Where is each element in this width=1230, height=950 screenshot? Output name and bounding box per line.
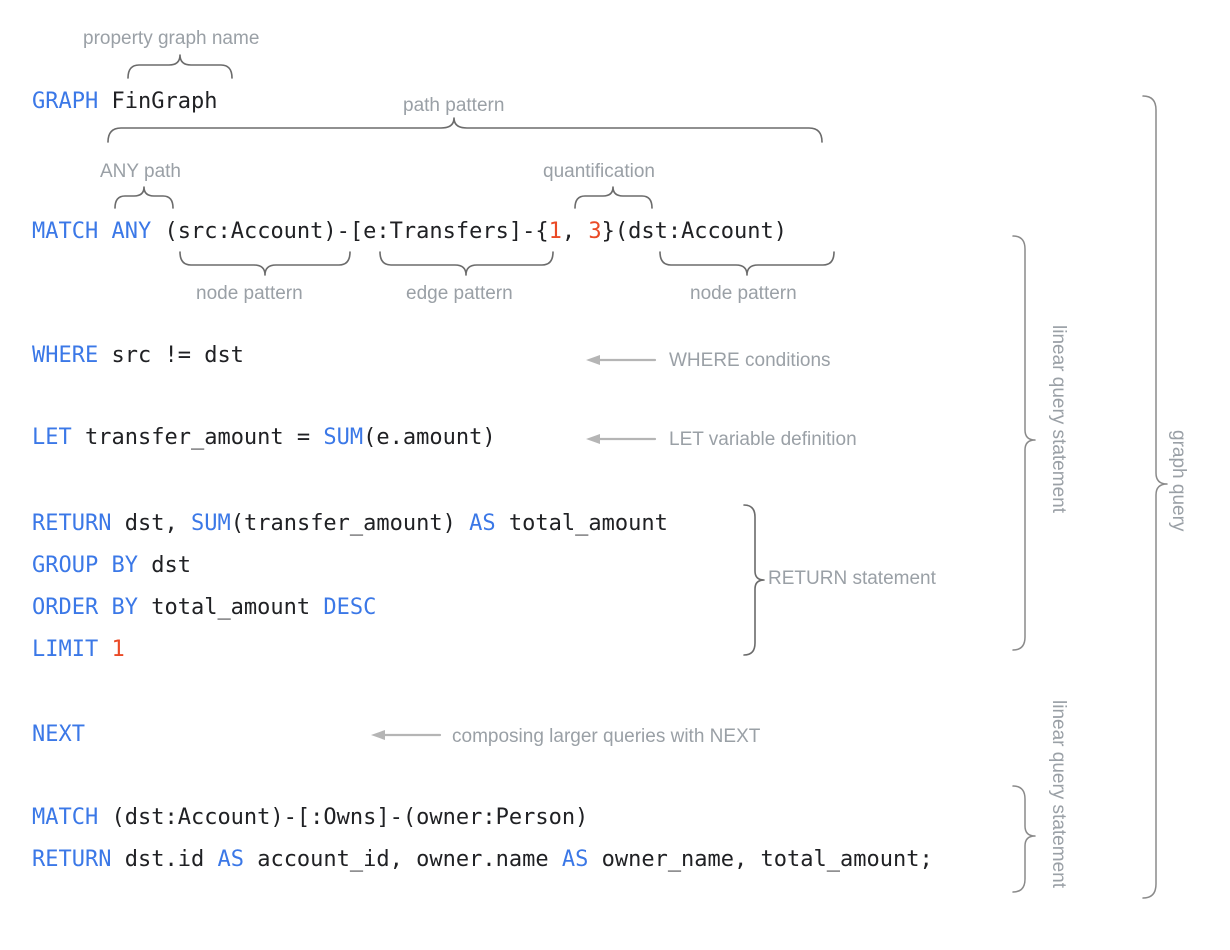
code-line-group-by: GROUP BY dst: [32, 552, 191, 580]
function-sum: SUM: [190, 511, 231, 536]
keyword-match: MATCH: [32, 219, 99, 244]
match2-pattern: (dst:Account)-[:Owns]-(owner:Person): [98, 805, 589, 830]
keyword-desc: DESC: [323, 595, 377, 620]
brace-node-pattern-left: [179, 251, 351, 276]
quantifier-lower-bound: 1: [548, 219, 562, 244]
label-property-graph-name: property graph name: [83, 28, 260, 49]
order-by-target: total_amount: [137, 595, 324, 620]
keyword-as: AS: [217, 847, 244, 872]
keyword-next: NEXT: [32, 722, 85, 747]
keyword-any: ANY: [111, 219, 152, 244]
brace-property-graph-name: [127, 54, 233, 79]
return-first-item: dst,: [111, 511, 191, 536]
return2-item-1: dst.id: [111, 847, 218, 872]
keyword-limit: LIMIT: [32, 637, 99, 662]
code-line-return-2: RETURN dst.id AS account_id, owner.name …: [32, 846, 933, 874]
match-pattern-part1: (src:Account)-[e:Transfers]-{: [151, 219, 549, 244]
keyword-let: LET: [32, 425, 72, 450]
label-return-statement: RETURN statement: [768, 568, 936, 589]
arrow-where-conditions: [586, 355, 657, 365]
code-line-next: NEXT: [32, 721, 85, 749]
space-1: [98, 219, 111, 244]
limit-value: 1: [111, 637, 125, 662]
code-line-order-by: ORDER BY total_amount DESC: [32, 594, 376, 622]
return2-item-3: owner_name, total_amount;: [588, 847, 933, 872]
brace-return-statement: [743, 504, 765, 656]
return-sum-args: (transfer_amount): [230, 511, 470, 536]
keyword-match: MATCH: [32, 805, 99, 830]
keyword-graph: GRAPH: [32, 89, 99, 114]
match-pattern-part2: }(dst:Account): [601, 219, 788, 244]
brace-linear-query-statement-1: [1012, 235, 1036, 651]
code-line-match: MATCH ANY (src:Account)-[e:Transfers]-{1…: [32, 218, 787, 246]
code-line-limit: LIMIT 1: [32, 636, 125, 664]
code-line-where: WHERE src != dst: [32, 342, 244, 370]
label-where-conditions: WHERE conditions: [669, 350, 831, 371]
code-line-graph: GRAPH FinGraph: [32, 88, 217, 116]
function-sum: SUM: [323, 425, 364, 450]
label-node-pattern-left: node pattern: [196, 283, 303, 304]
label-linear-query-statement-2: linear query statement: [1048, 700, 1069, 888]
label-path-pattern: path pattern: [403, 95, 505, 116]
label-quantification: quantification: [543, 161, 655, 182]
keyword-group-by: GROUP BY: [32, 553, 138, 578]
brace-quantification: [574, 186, 653, 209]
brace-edge-pattern: [379, 251, 554, 276]
keyword-where: WHERE: [32, 343, 99, 368]
code-line-match-2: MATCH (dst:Account)-[:Owns]-(owner:Perso…: [32, 804, 588, 832]
let-sum-args: (e.amount): [363, 425, 496, 450]
label-any-path: ANY path: [100, 161, 181, 182]
label-let-variable-definition: LET variable definition: [669, 429, 857, 450]
brace-any-path: [114, 186, 174, 209]
brace-graph-query: [1142, 95, 1168, 899]
brace-linear-query-statement-2: [1012, 785, 1036, 893]
label-edge-pattern: edge pattern: [406, 283, 513, 304]
keyword-return: RETURN: [32, 847, 112, 872]
label-composing-with-next: composing larger queries with NEXT: [452, 726, 761, 747]
arrow-composing-with-next: [371, 730, 442, 740]
where-condition-expression: src != dst: [98, 343, 244, 368]
limit-space: [98, 637, 111, 662]
arrow-let-variable-definition: [586, 434, 657, 444]
keyword-as: AS: [469, 511, 496, 536]
return2-item-2: account_id, owner.name: [243, 847, 562, 872]
keyword-as: AS: [561, 847, 589, 872]
label-graph-query: graph query: [1168, 430, 1189, 532]
keyword-return: RETURN: [32, 511, 112, 536]
graph-name-fingraph: FinGraph: [98, 89, 218, 114]
brace-path-pattern: [107, 117, 823, 143]
code-line-return: RETURN dst, SUM(transfer_amount) AS tota…: [32, 510, 668, 538]
quantifier-comma: ,: [561, 219, 589, 244]
brace-node-pattern-right: [659, 251, 835, 276]
label-node-pattern-right: node pattern: [690, 283, 797, 304]
return-alias-total-amount: total_amount: [495, 511, 668, 536]
label-linear-query-statement-1: linear query statement: [1048, 325, 1069, 513]
quantifier-upper-bound: 3: [588, 219, 602, 244]
group-by-target: dst: [137, 553, 191, 578]
code-line-let: LET transfer_amount = SUM(e.amount): [32, 424, 496, 452]
keyword-order-by: ORDER BY: [32, 595, 138, 620]
let-assignment: transfer_amount =: [71, 425, 324, 450]
